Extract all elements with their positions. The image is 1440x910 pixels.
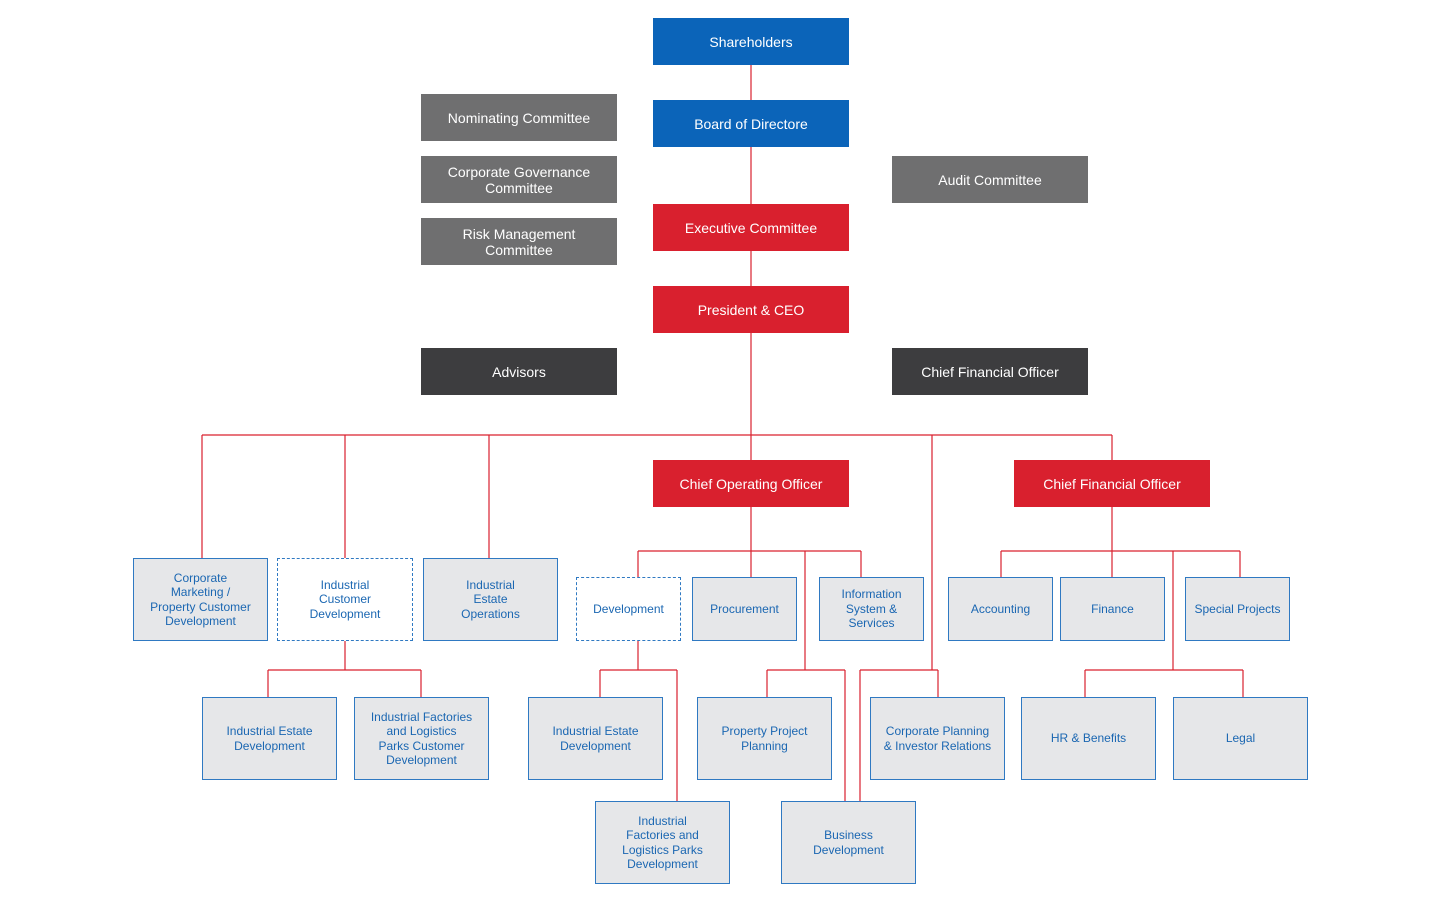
industrial-customer-development-node: Industrial Customer Development: [277, 558, 413, 641]
industrial-factories-customer-node: Industrial Factories and Logistics Parks…: [354, 697, 489, 780]
chief-operating-officer-node: Chief Operating Officer: [653, 460, 849, 507]
legal-node: Legal: [1173, 697, 1308, 780]
advisors-node: Advisors: [421, 348, 617, 395]
cfo-staff-node: Chief Financial Officer: [892, 348, 1088, 395]
business-development-node: Business Development: [781, 801, 916, 884]
corporate-marketing-node: Corporate Marketing / Property Customer …: [133, 558, 268, 641]
industrial-estate-development-node: Industrial Estate Development: [202, 697, 337, 780]
corporate-governance-committee-node: Corporate Governance Committee: [421, 156, 617, 203]
board-of-directors-node: Board of Directore: [653, 100, 849, 147]
property-project-planning-node: Property Project Planning: [697, 697, 832, 780]
risk-management-committee-node: Risk Management Committee: [421, 218, 617, 265]
shareholders-node: Shareholders: [653, 18, 849, 65]
corporate-planning-node: Corporate Planning & Investor Relations: [870, 697, 1005, 780]
president-ceo-node: President & CEO: [653, 286, 849, 333]
accounting-node: Accounting: [948, 577, 1053, 641]
special-projects-node: Special Projects: [1185, 577, 1290, 641]
finance-node: Finance: [1060, 577, 1165, 641]
audit-committee-node: Audit Committee: [892, 156, 1088, 203]
information-system-node: Information System & Services: [819, 577, 924, 641]
nominating-committee-node: Nominating Committee: [421, 94, 617, 141]
development-node: Development: [576, 577, 681, 641]
executive-committee-node: Executive Committee: [653, 204, 849, 251]
hr-benefits-node: HR & Benefits: [1021, 697, 1156, 780]
industrial-factories-development-node: Industrial Factories and Logistics Parks…: [595, 801, 730, 884]
procurement-node: Procurement: [692, 577, 797, 641]
industrial-estate-development-node: Industrial Estate Development: [528, 697, 663, 780]
industrial-estate-operations-node: Industrial Estate Operations: [423, 558, 558, 641]
chief-financial-officer-node: Chief Financial Officer: [1014, 460, 1210, 507]
